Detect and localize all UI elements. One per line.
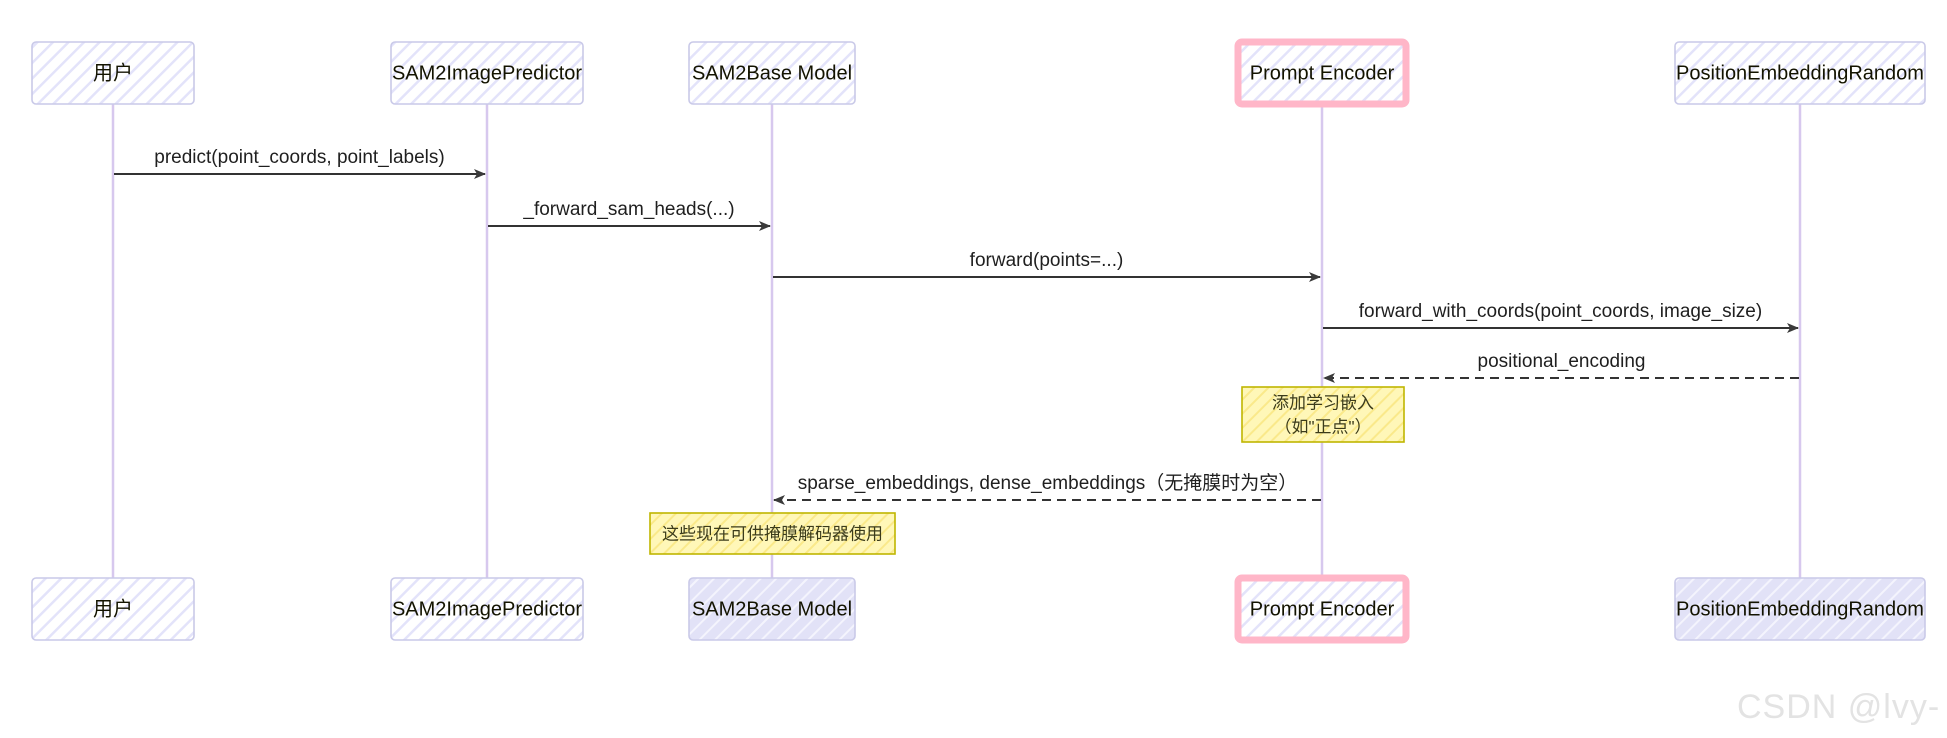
actor-boxes-top: 用户 SAM2ImagePredictor SAM2Base Model Prompt… (31, 38, 1926, 108)
notes-group: 添加学习嵌入 （如"正点"） 这些现在可供掩膜解码器使用 (649, 386, 1405, 555)
note-box-n2[interactable] (649, 512, 896, 555)
actor-label-base: SAM2Base Model (692, 598, 852, 620)
actor-box-base[interactable] (688, 577, 856, 641)
actor-box-predictor[interactable] (390, 41, 584, 105)
messages-group: predict(point_coords, point_labels) _forw… (114, 147, 1799, 505)
actor-label-predictor: SAM2ImagePredictor (392, 598, 582, 620)
message-label-m2: _forward_sam_heads(...) (522, 199, 734, 220)
actor-box-predictor[interactable] (390, 577, 584, 641)
message-label-m1: predict(point_coords, point_labels) (154, 147, 444, 168)
actor-label-encoder: Prompt Encoder (1250, 62, 1395, 84)
csdn-watermark: CSDN @lvy- (1737, 688, 1940, 726)
note-box-n1[interactable] (1241, 386, 1405, 443)
actor-box-user[interactable] (31, 577, 195, 641)
actor-box-posenc[interactable] (1674, 41, 1926, 105)
note-text-n2-0: 这些现在可供掩膜解码器使用 (662, 524, 883, 544)
message-label-m3: forward(points=...) (970, 250, 1124, 271)
actor-box-user[interactable] (31, 41, 195, 105)
actor-label-user: 用户 (93, 61, 133, 84)
message-label-m6: sparse_embeddings, dense_embeddings（无掩膜时… (798, 472, 1298, 494)
actor-label-posenc: PositionEmbeddingRandom (1676, 598, 1924, 620)
actor-label-encoder: Prompt Encoder (1250, 598, 1395, 620)
note-text-n1-1: （如"正点"） (1274, 418, 1371, 437)
actor-label-predictor: SAM2ImagePredictor (392, 62, 582, 84)
lifelines-group (111, 104, 1802, 578)
note-text-n1-0: 添加学习嵌入 (1272, 394, 1374, 413)
actor-box-posenc[interactable] (1674, 577, 1926, 641)
message-label-m4: forward_with_coords(point_coords, image_… (1359, 301, 1762, 322)
message-label-m5: positional_encoding (1478, 351, 1646, 372)
actor-box-encoder[interactable] (1234, 574, 1410, 644)
actor-boxes-bottom: 用户 SAM2ImagePredictor SAM2Base Model Prompt… (31, 574, 1926, 644)
actor-box-base[interactable] (688, 41, 856, 105)
actor-box-encoder[interactable] (1234, 38, 1410, 108)
actor-label-posenc: PositionEmbeddingRandom (1676, 62, 1924, 84)
actor-label-base: SAM2Base Model (692, 62, 852, 84)
actor-label-user: 用户 (93, 597, 133, 620)
